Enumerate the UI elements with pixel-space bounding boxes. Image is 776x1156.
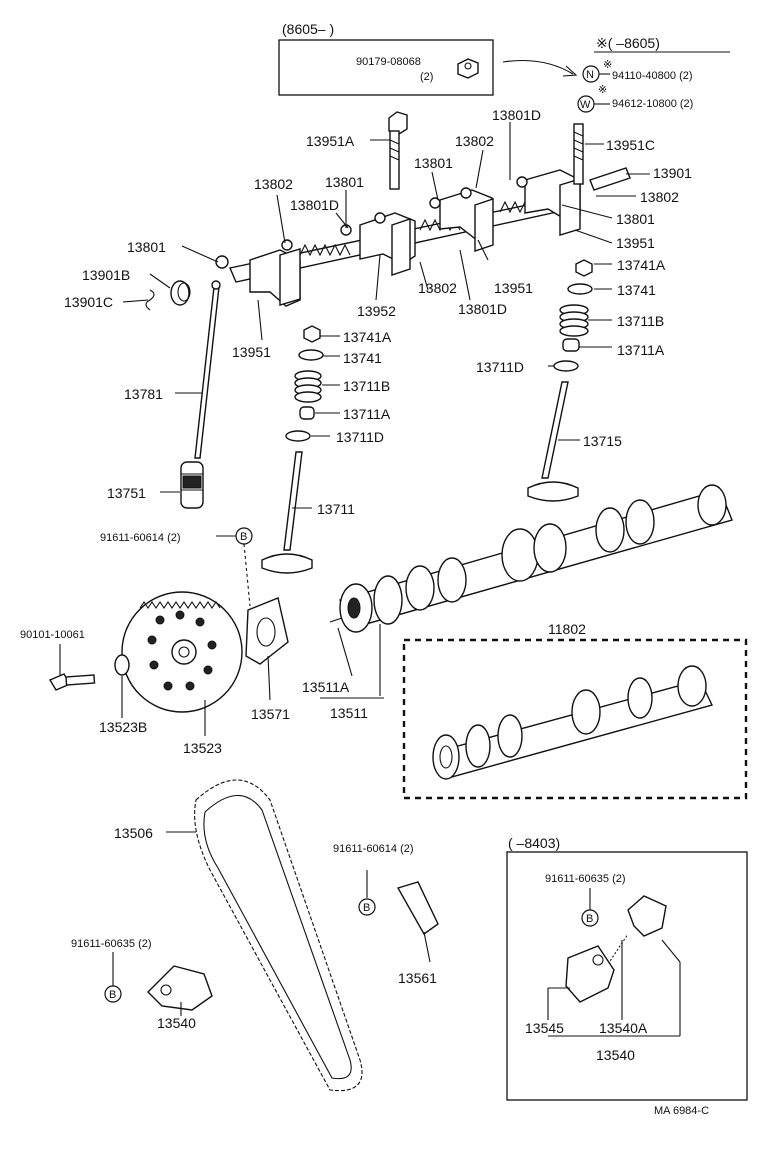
label-13540-right: 13540 — [596, 1047, 635, 1063]
label-13781: 13781 — [124, 386, 163, 402]
label-13741A-mid: 13741A — [343, 329, 392, 345]
label-13711B-right: 13711B — [617, 313, 664, 329]
label-91611-60614-a: 91611-60614 (2) — [100, 532, 181, 544]
label-13951-mid: 13951 — [494, 280, 533, 296]
label-13802-top: 13802 — [455, 133, 494, 149]
label-13751: 13751 — [107, 485, 146, 501]
label-13711D-mid: 13711D — [336, 429, 384, 445]
label-13511A: 13511A — [302, 679, 350, 695]
cap-13901B — [170, 280, 191, 306]
tensioner-13561 — [396, 881, 439, 936]
bolt-b-symbols: B B B B — [104, 527, 599, 1003]
nut-icon — [457, 58, 479, 79]
chain-13506 — [194, 779, 363, 1092]
b-symbol-4: B — [586, 913, 593, 925]
label-13801-c: 13801 — [616, 211, 655, 227]
label-91611-60635-left: 91611-60635 (2) — [71, 938, 152, 950]
label-13951-left: 13951 — [232, 344, 271, 360]
valve-stack-right — [527, 259, 593, 502]
damper-13540-left — [147, 965, 213, 1011]
label-13711D-right: 13711D — [476, 359, 524, 375]
inset-box-8403: ( –8403) — [506, 835, 748, 1101]
inset-box-11802 — [402, 638, 748, 800]
label-13523B: 13523B — [99, 719, 147, 735]
label-13802-b: 13802 — [640, 189, 679, 205]
part-90179-08068: 90179-08068 — [356, 56, 421, 68]
pushrod-13781 — [194, 280, 221, 459]
gear-13523 — [121, 591, 243, 713]
part-94612-10800: 94612-10800 (2) — [612, 98, 693, 110]
plate-13571 — [245, 597, 289, 665]
label-13571: 13571 — [251, 706, 290, 722]
label-13506: 13506 — [114, 825, 153, 841]
label-13711: 13711 — [317, 501, 355, 517]
star-mark-1: ※ — [603, 59, 612, 71]
label-13802-mid: 13802 — [418, 280, 457, 296]
part-labels: 13951A 13801D 13802 13951C 13801 13901 1… — [20, 107, 709, 1117]
rocker-shaft-assembly — [215, 169, 581, 307]
inset-box-8605: (8605– ) 90179-08068 (2) — [278, 21, 578, 96]
label-13801D-top: 13801D — [492, 107, 541, 123]
date-range-8403: ( –8403) — [508, 835, 560, 851]
part-90179-qty: (2) — [420, 71, 433, 83]
label-13511: 13511 — [330, 705, 368, 721]
label-13540-left: 13540 — [157, 1015, 196, 1031]
label-13711A-right: 13711A — [617, 342, 665, 358]
label-13901C: 13901C — [64, 294, 113, 310]
label-13951-right: 13951 — [616, 235, 655, 251]
label-13801-a: 13801 — [414, 155, 453, 171]
b-symbol-2: B — [363, 902, 370, 914]
label-13951C: 13951C — [606, 137, 655, 153]
label-13801D-mid2: 13801D — [458, 301, 507, 317]
lifter-13751 — [180, 461, 204, 509]
label-13711B-mid: 13711B — [343, 378, 390, 394]
leader-lines — [59, 122, 681, 1037]
label-91611-60635-right: 91611-60635 (2) — [545, 873, 626, 885]
stud-13951C — [573, 123, 584, 185]
label-91611-60614-b: 91611-60614 (2) — [333, 843, 414, 855]
valve-stack-left — [261, 325, 324, 574]
star-mark-2: ※ — [598, 84, 607, 96]
label-13561: 13561 — [398, 970, 437, 986]
label-13951A: 13951A — [306, 133, 355, 149]
label-13802-left: 13802 — [254, 176, 293, 192]
date-range-x8605: ※( –8605) — [596, 35, 660, 51]
plug-13901 — [589, 167, 631, 191]
label-13801-d: 13801 — [325, 174, 364, 190]
label-13901B: 13901B — [82, 267, 130, 283]
label-13741A-right: 13741A — [617, 257, 666, 273]
n-symbol-label: N — [586, 69, 594, 81]
label-13741-right: 13741 — [617, 282, 656, 298]
label-11802: 11802 — [548, 621, 586, 637]
label-13711A-mid: 13711A — [343, 406, 391, 422]
bolt-90101-10061 — [48, 673, 96, 691]
label-13741-mid: 13741 — [343, 350, 382, 366]
w-symbol-label: W — [580, 99, 591, 111]
b-symbol-1: B — [240, 531, 247, 543]
label-13952: 13952 — [357, 303, 396, 319]
b-symbol-3: B — [109, 989, 116, 1001]
bolt-13951A — [388, 111, 408, 190]
date-range-8605: (8605– ) — [282, 21, 334, 37]
label-13545: 13545 — [525, 1020, 564, 1036]
label-13801D-mid: 13801D — [290, 197, 339, 213]
label-13523: 13523 — [183, 740, 222, 756]
clip-13901C — [145, 289, 155, 311]
camshaft-13511 — [329, 484, 733, 633]
diagram-reference-code: MA 6984-C — [654, 1105, 709, 1117]
label-13715: 13715 — [583, 433, 622, 449]
part-94110-40800: 94110-40800 (2) — [612, 70, 693, 82]
label-13801-left: 13801 — [127, 239, 166, 255]
washer-13523B — [114, 654, 130, 676]
label-13901-top: 13901 — [653, 165, 692, 181]
label-90101-10061: 90101-10061 — [20, 629, 85, 641]
label-13540A: 13540A — [599, 1020, 648, 1036]
